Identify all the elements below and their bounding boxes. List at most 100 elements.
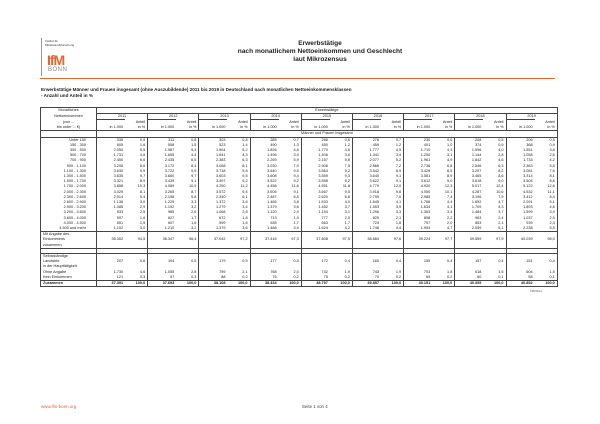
- table-row: Selbstständige: [40, 252, 558, 260]
- percent-cell: 0,5: [483, 137, 507, 143]
- percent-cell: 3,4: [381, 153, 405, 159]
- count-cell: 2.546: [471, 163, 482, 168]
- percent-cell: 5,9: [278, 158, 302, 164]
- percent-cell: 2,5: [125, 210, 149, 216]
- percent-cell: 97,7: [432, 237, 456, 243]
- count-cell: 3.172: [164, 163, 175, 168]
- row-header-label: Monatliches: [40, 106, 97, 114]
- count-cell: 2.795: [369, 194, 380, 199]
- anteil-header: Anteil: [483, 119, 507, 126]
- percent-cell: 0,1: [534, 274, 558, 281]
- count-cell: 160: [372, 259, 380, 264]
- percent-cell: 9,4: [227, 189, 251, 195]
- count-cell: 1.533: [318, 199, 328, 204]
- count-cell: 1.964: [215, 147, 226, 152]
- percent-cell: 8,1: [534, 173, 558, 180]
- percent-cell: 9,9: [176, 168, 200, 174]
- percent-cell: 3,0: [125, 199, 149, 206]
- count-cell: 5.017: [471, 184, 482, 189]
- percent-cell: 9,2: [227, 179, 251, 185]
- row-header-label: Nettoeinkommen: [40, 113, 97, 120]
- count-cell: 713: [270, 215, 277, 220]
- empty-cell: [176, 242, 200, 249]
- percent-cell: 6,6: [125, 158, 149, 164]
- percent-cell: 2,6: [534, 153, 558, 159]
- percent-cell: 4,6: [329, 147, 353, 154]
- count-cell: 4.920: [420, 184, 431, 189]
- percent-cell: 9,5: [278, 168, 302, 174]
- percent-cell: 10,6: [483, 189, 507, 195]
- count-cell: 38.797: [301, 279, 330, 288]
- count-cell: 1.624: [318, 225, 328, 230]
- spacer: [454, 247, 484, 254]
- count-cell: 1.731: [113, 153, 124, 158]
- percent-cell: 0,2: [329, 274, 353, 281]
- percent-cell: 0,1: [483, 274, 507, 281]
- percent-cell: 2,9: [278, 210, 302, 216]
- percent-cell: 5,6: [329, 158, 353, 164]
- percent-cell: 7,9: [278, 163, 302, 169]
- count-cell: 69: [425, 274, 431, 279]
- count-cell: 3.504: [523, 179, 533, 184]
- empty-cell: [176, 264, 200, 270]
- empty-cell: [432, 252, 456, 260]
- percent-cell: 2,3: [534, 220, 558, 226]
- percent-cell: 2,4: [483, 215, 507, 221]
- percent-cell: 6,5: [278, 194, 302, 200]
- count-cell: 3.667: [318, 189, 328, 194]
- percent-cell: 3,1: [432, 153, 456, 159]
- percent-cell: 3,8: [534, 147, 558, 154]
- footer-website-link[interactable]: www.ifm-bonn.org: [41, 404, 77, 409]
- year-header: 2011: [96, 113, 149, 120]
- percent-cell: 100,0: [534, 279, 558, 288]
- spacer: [506, 247, 535, 254]
- spacer: [227, 247, 251, 254]
- spacer: [403, 247, 433, 254]
- percent-cell: 4,4: [432, 199, 456, 206]
- spacer: [125, 247, 149, 254]
- count-cell: 3.522: [267, 179, 277, 184]
- count-cell: 1.055: [164, 269, 175, 274]
- percent-cell: 1,8: [227, 215, 251, 221]
- spacer: [278, 247, 302, 254]
- count-cell: 985: [167, 210, 175, 215]
- empty-cell: [534, 242, 558, 249]
- count-cell: 604: [526, 269, 533, 274]
- percent-cell: 8,4: [176, 163, 200, 169]
- percent-cell: 9,0: [432, 179, 456, 185]
- spacer: [329, 247, 353, 254]
- year-header: 2014: [250, 113, 302, 120]
- count-cell: 1.777: [369, 147, 380, 152]
- spacer: [352, 247, 382, 254]
- percent-cell: 8,1: [125, 189, 149, 195]
- count-cell: 663: [321, 220, 328, 225]
- percent-cell: 1,6: [176, 220, 200, 226]
- percent-cell: 0,9: [125, 137, 149, 143]
- count-cell: 3.608: [267, 173, 277, 178]
- percent-cell: 12,3: [432, 184, 456, 190]
- count-cell: 1.120: [267, 210, 277, 215]
- percent-cell: 1,6: [125, 142, 149, 148]
- logo-bonn-text: BONN: [48, 67, 68, 73]
- caption-line: - Anzahl und Anteil in %: [41, 93, 93, 98]
- percent-cell: 4,3: [227, 153, 251, 159]
- count-cell: 194: [167, 259, 175, 264]
- percent-cell: 97,2: [227, 237, 251, 243]
- title-line: laut Mikrozensus: [293, 56, 347, 63]
- percent-cell: 5,2: [227, 147, 251, 154]
- count-cell: 39.559: [469, 237, 482, 242]
- anteil-header: Anteil: [125, 119, 149, 126]
- empty-cell: [454, 252, 484, 260]
- empty-cell: [198, 119, 228, 126]
- percent-cell: 5,1: [483, 225, 507, 232]
- count-cell: 3.640: [267, 168, 277, 173]
- count-cell: 3.542: [369, 168, 380, 173]
- empty-cell: [352, 119, 382, 126]
- count-cell: 4.551: [318, 184, 328, 189]
- percent-cell: 4,7: [483, 199, 507, 206]
- count-cell: 742: [321, 269, 328, 274]
